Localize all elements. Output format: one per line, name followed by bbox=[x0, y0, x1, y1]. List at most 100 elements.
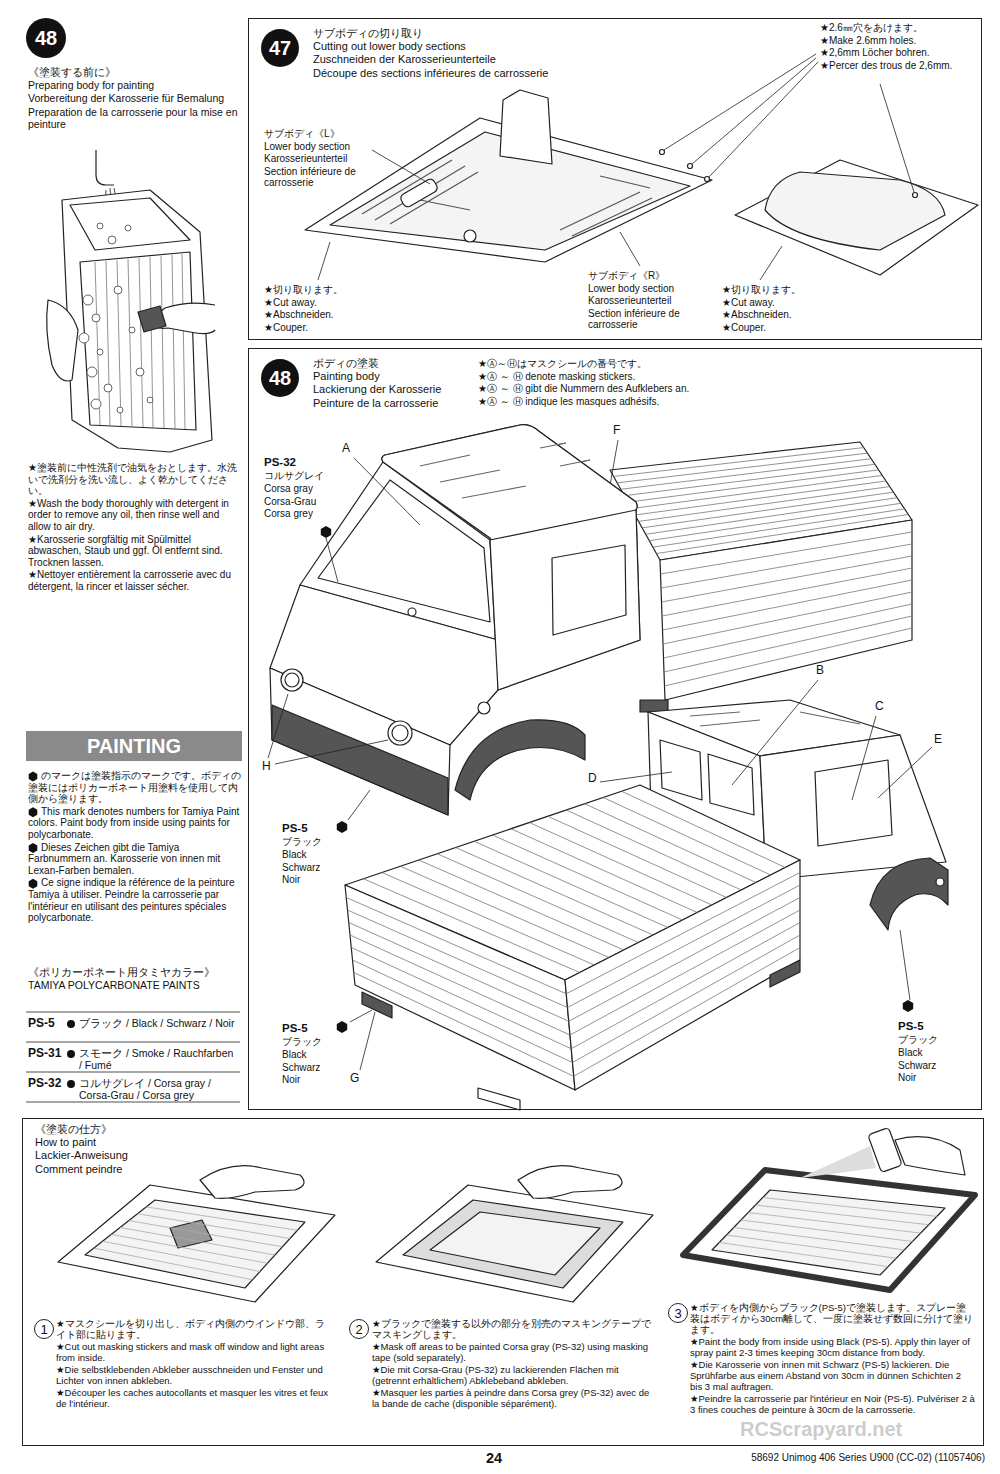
instruction-text: Vorbereitung der Karosserie für Bemalung bbox=[28, 92, 243, 104]
node-text: PAINTING bbox=[87, 735, 181, 758]
leader-line bbox=[318, 242, 330, 280]
truck-body-rear-view bbox=[770, 960, 800, 987]
painting-step-illustration bbox=[85, 1200, 305, 1288]
truck-body-rear-view bbox=[565, 860, 800, 1090]
slat-line bbox=[351, 948, 571, 1049]
washing-illustration bbox=[108, 236, 116, 244]
instruction-text: ★2.6㎜穴をあけます。 bbox=[820, 22, 978, 34]
slat-line bbox=[94, 1248, 253, 1280]
washing-illustration bbox=[96, 150, 114, 185]
slat-line bbox=[719, 1243, 888, 1267]
slat-line bbox=[346, 898, 566, 994]
washing-illustration bbox=[91, 399, 101, 409]
heading-text: 《塗装の仕方》 bbox=[35, 1123, 235, 1136]
instruction-text: ★Ⓐ ～ Ⓗ gibt die Nummern des Aufklebers a… bbox=[478, 383, 763, 395]
heading-text: ボディの塗装 bbox=[313, 357, 473, 370]
paint-table-rule bbox=[26, 1012, 240, 1013]
slat-line bbox=[349, 923, 569, 1022]
heading-text: Cutting out lower body sections bbox=[313, 40, 553, 53]
slat-line bbox=[661, 532, 913, 574]
slat-line bbox=[664, 616, 912, 672]
truck-body-rear-view bbox=[815, 760, 892, 846]
slat-line bbox=[353, 960, 573, 1063]
slat-line bbox=[568, 885, 801, 1008]
lower-body-tray bbox=[399, 177, 439, 208]
instruction-text: ★切り取ります。 bbox=[264, 284, 374, 296]
leader-line bbox=[692, 58, 816, 164]
mask-letter: C bbox=[875, 700, 884, 714]
slat-line bbox=[631, 475, 882, 508]
panel-heading: ボディの塗装Painting bodyLackierung der Kaross… bbox=[313, 357, 473, 410]
instruction-text: ★Make 2.6mm holes. bbox=[820, 35, 978, 47]
instruction-text: ★2,6mm Löcher bohren. bbox=[820, 47, 978, 59]
slat-line bbox=[573, 935, 801, 1063]
slat-line bbox=[493, 835, 683, 920]
instruction-text: ★Mask off areas to be painted Corsa gray… bbox=[372, 1341, 652, 1363]
instruction-text: 《塗装する前に》 bbox=[28, 66, 243, 78]
painting-step-illustration bbox=[712, 1190, 945, 1275]
instruction-text: This mark denotes numbers for Tamiya Pai… bbox=[28, 806, 242, 841]
slat-line bbox=[656, 514, 908, 553]
lower-body-tray bbox=[688, 164, 693, 169]
paint-code: Noir bbox=[898, 1072, 978, 1084]
slat-line bbox=[382, 873, 595, 966]
truck-body-front-view bbox=[281, 669, 303, 691]
paint-marker bbox=[337, 1021, 347, 1033]
heading-text: サブボディの切り取り bbox=[313, 27, 553, 40]
instruction-text: ★Couper. bbox=[264, 322, 374, 334]
instruction-text: ★Cut away. bbox=[722, 297, 832, 309]
lower-body-tray bbox=[305, 90, 978, 275]
step-number: 48 bbox=[26, 18, 66, 58]
paint-code: PS-5 bbox=[28, 1017, 68, 1031]
part-label: Lower body section bbox=[588, 283, 723, 295]
mask-letter: G bbox=[350, 1072, 359, 1086]
slat-line bbox=[111, 1234, 267, 1263]
truck-body-front-view bbox=[490, 510, 640, 690]
leader-line bbox=[268, 440, 932, 1070]
heading-text: Lackierung der Karosserie bbox=[313, 383, 473, 396]
painting-step-illustration bbox=[376, 1185, 653, 1302]
instruction-text: ★Percer des trous de 2,6mm. bbox=[820, 60, 978, 72]
lower-body-tray bbox=[765, 172, 945, 250]
slat-line bbox=[734, 1228, 905, 1250]
instruction-text: ★Nettoyer entièrement la carrosserie ave… bbox=[28, 569, 243, 592]
slat-line bbox=[574, 948, 800, 1077]
washing-illustration bbox=[47, 150, 215, 452]
washing-illustration bbox=[117, 407, 123, 413]
washing-illustration bbox=[97, 349, 103, 355]
mask-letter: E bbox=[934, 733, 942, 747]
slat-line bbox=[614, 448, 864, 477]
instruction-text: ★Masquer les parties à peindre dans Cors… bbox=[372, 1387, 652, 1409]
slat-line bbox=[566, 873, 800, 994]
sub-step-number: 1 bbox=[34, 1319, 54, 1339]
slat-line bbox=[570, 910, 800, 1035]
washing-illustration bbox=[104, 384, 112, 392]
slat-line bbox=[624, 464, 875, 495]
slat-line bbox=[628, 470, 879, 502]
part-label: Section inférieure de carrosserie bbox=[588, 308, 723, 331]
paint-marker bbox=[29, 879, 38, 889]
washing-illustration bbox=[138, 306, 166, 332]
truck-body-front-view bbox=[408, 608, 416, 616]
instruction-text: ★Découper les caches autocollants et mas… bbox=[56, 1387, 328, 1409]
paint-code: Corsa gray bbox=[264, 483, 354, 495]
instruction-text: ★Ⓐ ～ Ⓗ indique les masques adhésifs. bbox=[478, 396, 763, 408]
paint-dot bbox=[67, 1080, 75, 1088]
truck-body-front-view bbox=[478, 702, 490, 714]
step-panel: ボディの塗装Painting bodyLackierung der Kaross… bbox=[248, 348, 982, 1110]
leader-line bbox=[268, 694, 288, 758]
slat-line bbox=[663, 592, 912, 644]
leader-line bbox=[360, 1012, 375, 1070]
slat-line bbox=[146, 1207, 297, 1230]
cab-outline bbox=[382, 425, 640, 690]
paint-code: ブラック bbox=[282, 1036, 362, 1048]
slat-line bbox=[400, 866, 609, 957]
paint-dot bbox=[67, 1050, 75, 1058]
slat-line bbox=[363, 879, 579, 973]
paint-marker bbox=[903, 1000, 913, 1012]
leader-line bbox=[709, 62, 818, 177]
slat-line bbox=[622, 791, 786, 867]
slat-line bbox=[661, 532, 913, 686]
leader-line bbox=[318, 54, 914, 280]
